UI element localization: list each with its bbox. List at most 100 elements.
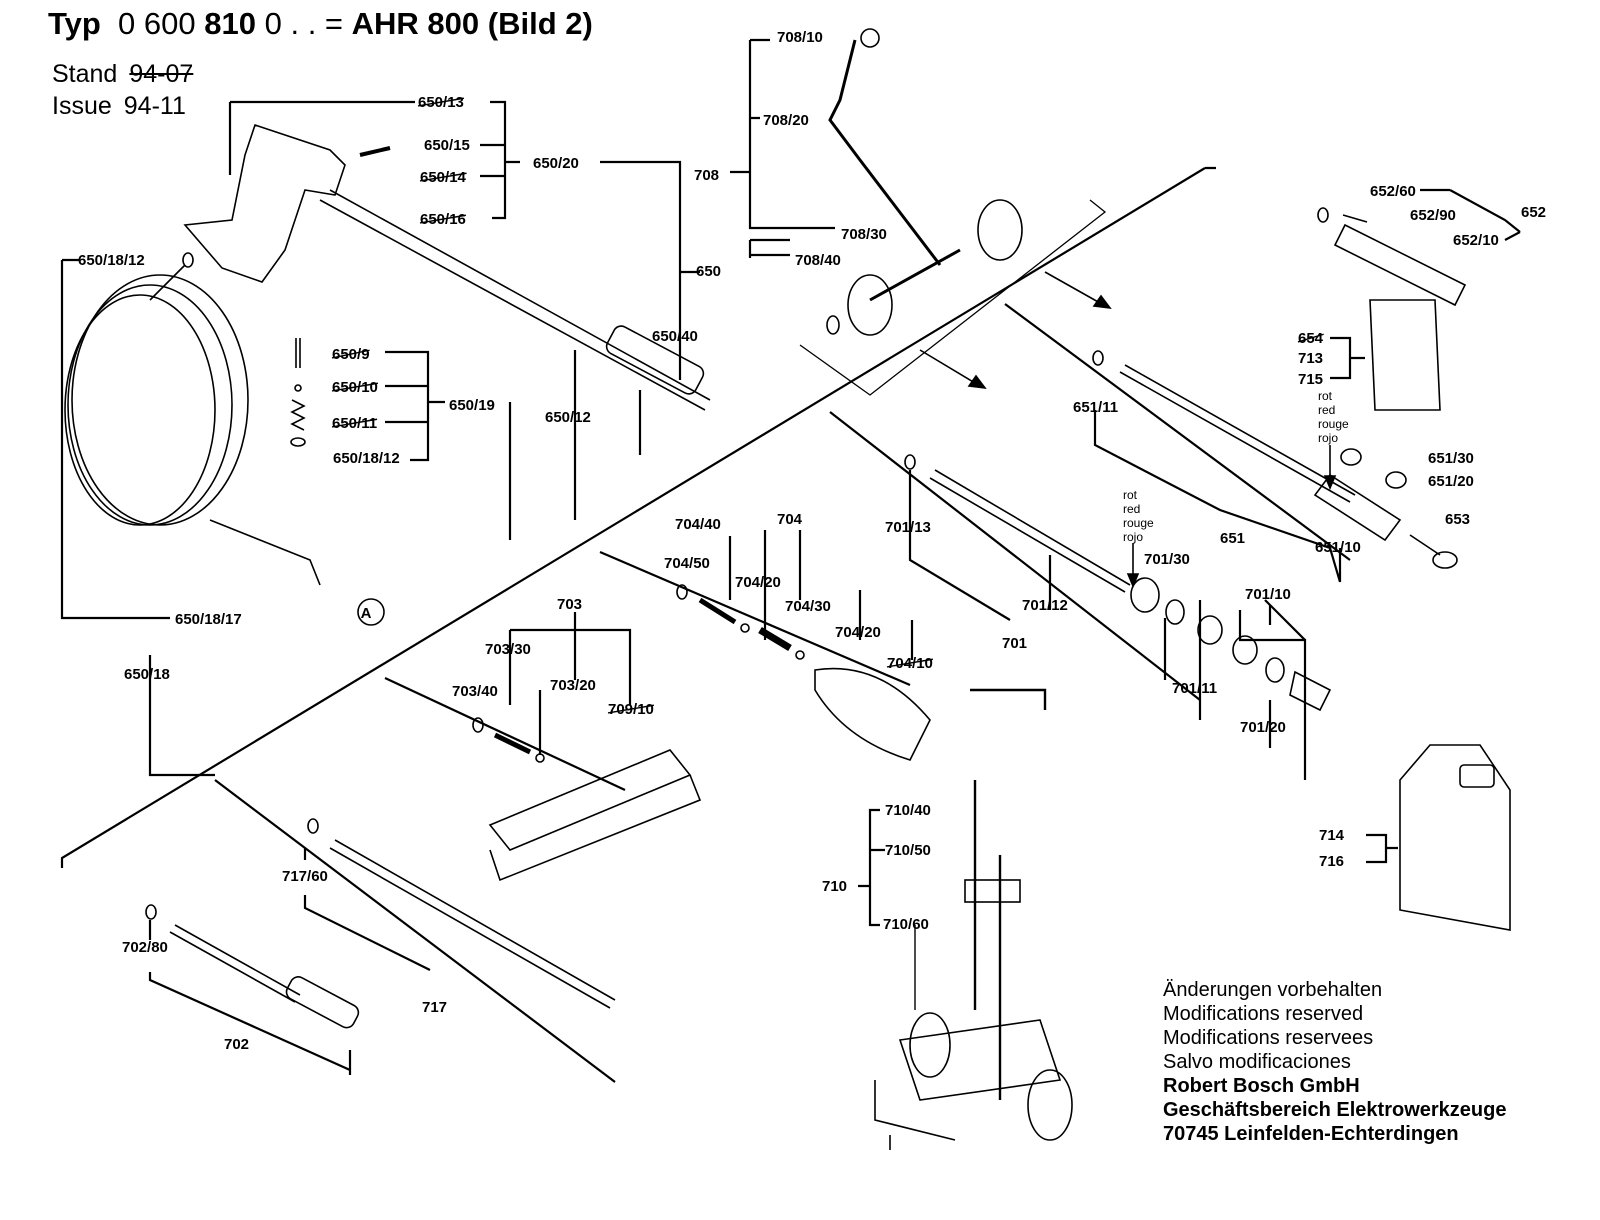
oring-704-40 bbox=[676, 584, 688, 600]
cap-701 bbox=[1130, 577, 1160, 613]
typ-label: Typ bbox=[48, 6, 101, 41]
canister-714 bbox=[1399, 744, 1511, 931]
nut-701-11 bbox=[1197, 615, 1223, 645]
label-704-50: 704/50 bbox=[664, 555, 710, 572]
label-652-60: 652/60 bbox=[1370, 183, 1416, 200]
label-650-14-strike bbox=[419, 172, 467, 182]
broom-head bbox=[488, 749, 692, 851]
oring-651-20 bbox=[1385, 471, 1407, 489]
oring-708-40 bbox=[826, 315, 840, 335]
label-710-60: 710/60 bbox=[883, 916, 929, 933]
label-717-60: 717/60 bbox=[282, 868, 328, 885]
footer-line-de: Änderungen vorbehalten bbox=[1163, 979, 1383, 1001]
label-708-30: 708/30 bbox=[841, 226, 887, 243]
footer-company: Robert Bosch GmbH bbox=[1163, 1075, 1360, 1097]
trolley-frame bbox=[970, 688, 1047, 1100]
footer-line-fr: Modifications reservees bbox=[1163, 1027, 1374, 1049]
label-701-30: 701/30 bbox=[1144, 551, 1190, 568]
leaders-717-702 bbox=[148, 848, 431, 1072]
frame-line-703 bbox=[384, 677, 626, 791]
oring-717-60 bbox=[307, 818, 319, 834]
footer-address: 70745 Leinfelden-Echterdingen bbox=[1163, 1123, 1459, 1145]
label-654-strike bbox=[1297, 333, 1324, 343]
color-note-a-3: rouge bbox=[1318, 417, 1349, 431]
color-note-b-2: red bbox=[1123, 502, 1140, 516]
adapter-703-30 bbox=[493, 732, 532, 755]
label-650-10-strike bbox=[331, 382, 379, 392]
label-710-50: 710/50 bbox=[885, 842, 931, 859]
bracket-651 bbox=[1093, 410, 1342, 583]
stand-value: 94-07 bbox=[129, 60, 194, 88]
label-650-40: 650/40 bbox=[652, 328, 698, 345]
diagram-title: Typ 0 600 810 0 . . = AHR 800 (Bild 2) bbox=[48, 6, 593, 42]
label-703-20: 703/20 bbox=[550, 677, 596, 694]
hose-coil-1 bbox=[64, 294, 216, 526]
label-652: 652 bbox=[1521, 204, 1546, 221]
washer-703-20 bbox=[535, 753, 545, 763]
label-701-20: 701/20 bbox=[1240, 719, 1286, 736]
bracket-708 bbox=[730, 38, 835, 258]
frame-line-704 bbox=[599, 550, 911, 687]
canister-cap bbox=[1459, 764, 1495, 788]
wheel-frame bbox=[799, 199, 1107, 396]
color-note-a-2: red bbox=[1318, 403, 1335, 417]
leaders-650-12 bbox=[148, 350, 642, 777]
bracket-650-19 bbox=[385, 350, 445, 462]
wheel-axle bbox=[869, 248, 961, 302]
label-650-18-12: 650/18/12 bbox=[333, 450, 400, 467]
ball-650-10 bbox=[294, 384, 302, 392]
label-651-11: 651/11 bbox=[1073, 399, 1118, 416]
arrow-2-head bbox=[967, 374, 987, 390]
nozzle-701 bbox=[1289, 670, 1332, 712]
detergent-bottle bbox=[1369, 299, 1441, 411]
label-701-13: 701/13 bbox=[885, 519, 931, 536]
label-704-20b: 704/20 bbox=[835, 624, 881, 641]
arrow-1-shaft bbox=[1044, 271, 1101, 304]
stand-line: Stand 94-07 bbox=[52, 60, 193, 89]
typ-number-c: 0 . . = bbox=[264, 6, 344, 41]
frame-line-651 bbox=[1004, 303, 1351, 561]
label-650-18-17: 650/18/17 bbox=[175, 611, 242, 628]
label-701-12: 701/12 bbox=[1022, 597, 1068, 614]
color-note-a-4: rojo bbox=[1318, 431, 1338, 445]
adapter-704-50 bbox=[698, 597, 737, 625]
label-651-10: 651/10 bbox=[1315, 539, 1361, 556]
label-650-11-strike bbox=[331, 418, 378, 428]
footer-notice: Änderungen vorbehalten Modifications res… bbox=[1163, 978, 1506, 1146]
stand-label: Stand bbox=[52, 60, 118, 88]
hose-coil-3 bbox=[71, 274, 249, 526]
footer-line-en: Modifications reserved bbox=[1163, 1003, 1364, 1025]
trolley-wheel-left bbox=[909, 1012, 951, 1078]
spray-lance bbox=[319, 189, 711, 411]
joint-704-30 bbox=[758, 626, 792, 652]
label-704-40: 704/40 bbox=[675, 516, 721, 533]
label-704: 704 bbox=[777, 511, 803, 528]
hose-ends bbox=[149, 264, 321, 586]
lance-grip bbox=[605, 325, 705, 395]
typ-number-b: 810 bbox=[204, 6, 256, 41]
color-note-b-3: rouge bbox=[1123, 516, 1154, 530]
color-note-b-1: rot bbox=[1123, 488, 1138, 502]
oring-701-20 bbox=[1265, 657, 1285, 683]
label-652-90: 652/90 bbox=[1410, 207, 1456, 224]
frame-line-701 bbox=[829, 411, 1201, 701]
label-650-13-strike bbox=[417, 97, 465, 107]
label-650-12: 650/12 bbox=[545, 409, 591, 426]
label-703: 703 bbox=[557, 596, 582, 613]
lance-701-12 bbox=[929, 469, 1131, 593]
label-715: 715 bbox=[1298, 371, 1323, 388]
lance-702 bbox=[169, 924, 301, 1003]
label-701-10: 701/10 bbox=[1245, 586, 1291, 603]
oring-650-18-12 bbox=[290, 437, 306, 447]
wheel-right bbox=[977, 199, 1023, 261]
label-703-30: 703/30 bbox=[485, 641, 531, 658]
arrow-1-head bbox=[1092, 294, 1112, 310]
label-702-80: 702/80 bbox=[122, 939, 168, 956]
label-710: 710 bbox=[822, 878, 847, 895]
label-716: 716 bbox=[1319, 853, 1344, 870]
bracket-650 bbox=[600, 160, 700, 380]
oring-650-18-12-top bbox=[182, 252, 194, 268]
oring-701-13 bbox=[904, 454, 916, 470]
marker-a-circle bbox=[357, 598, 385, 626]
